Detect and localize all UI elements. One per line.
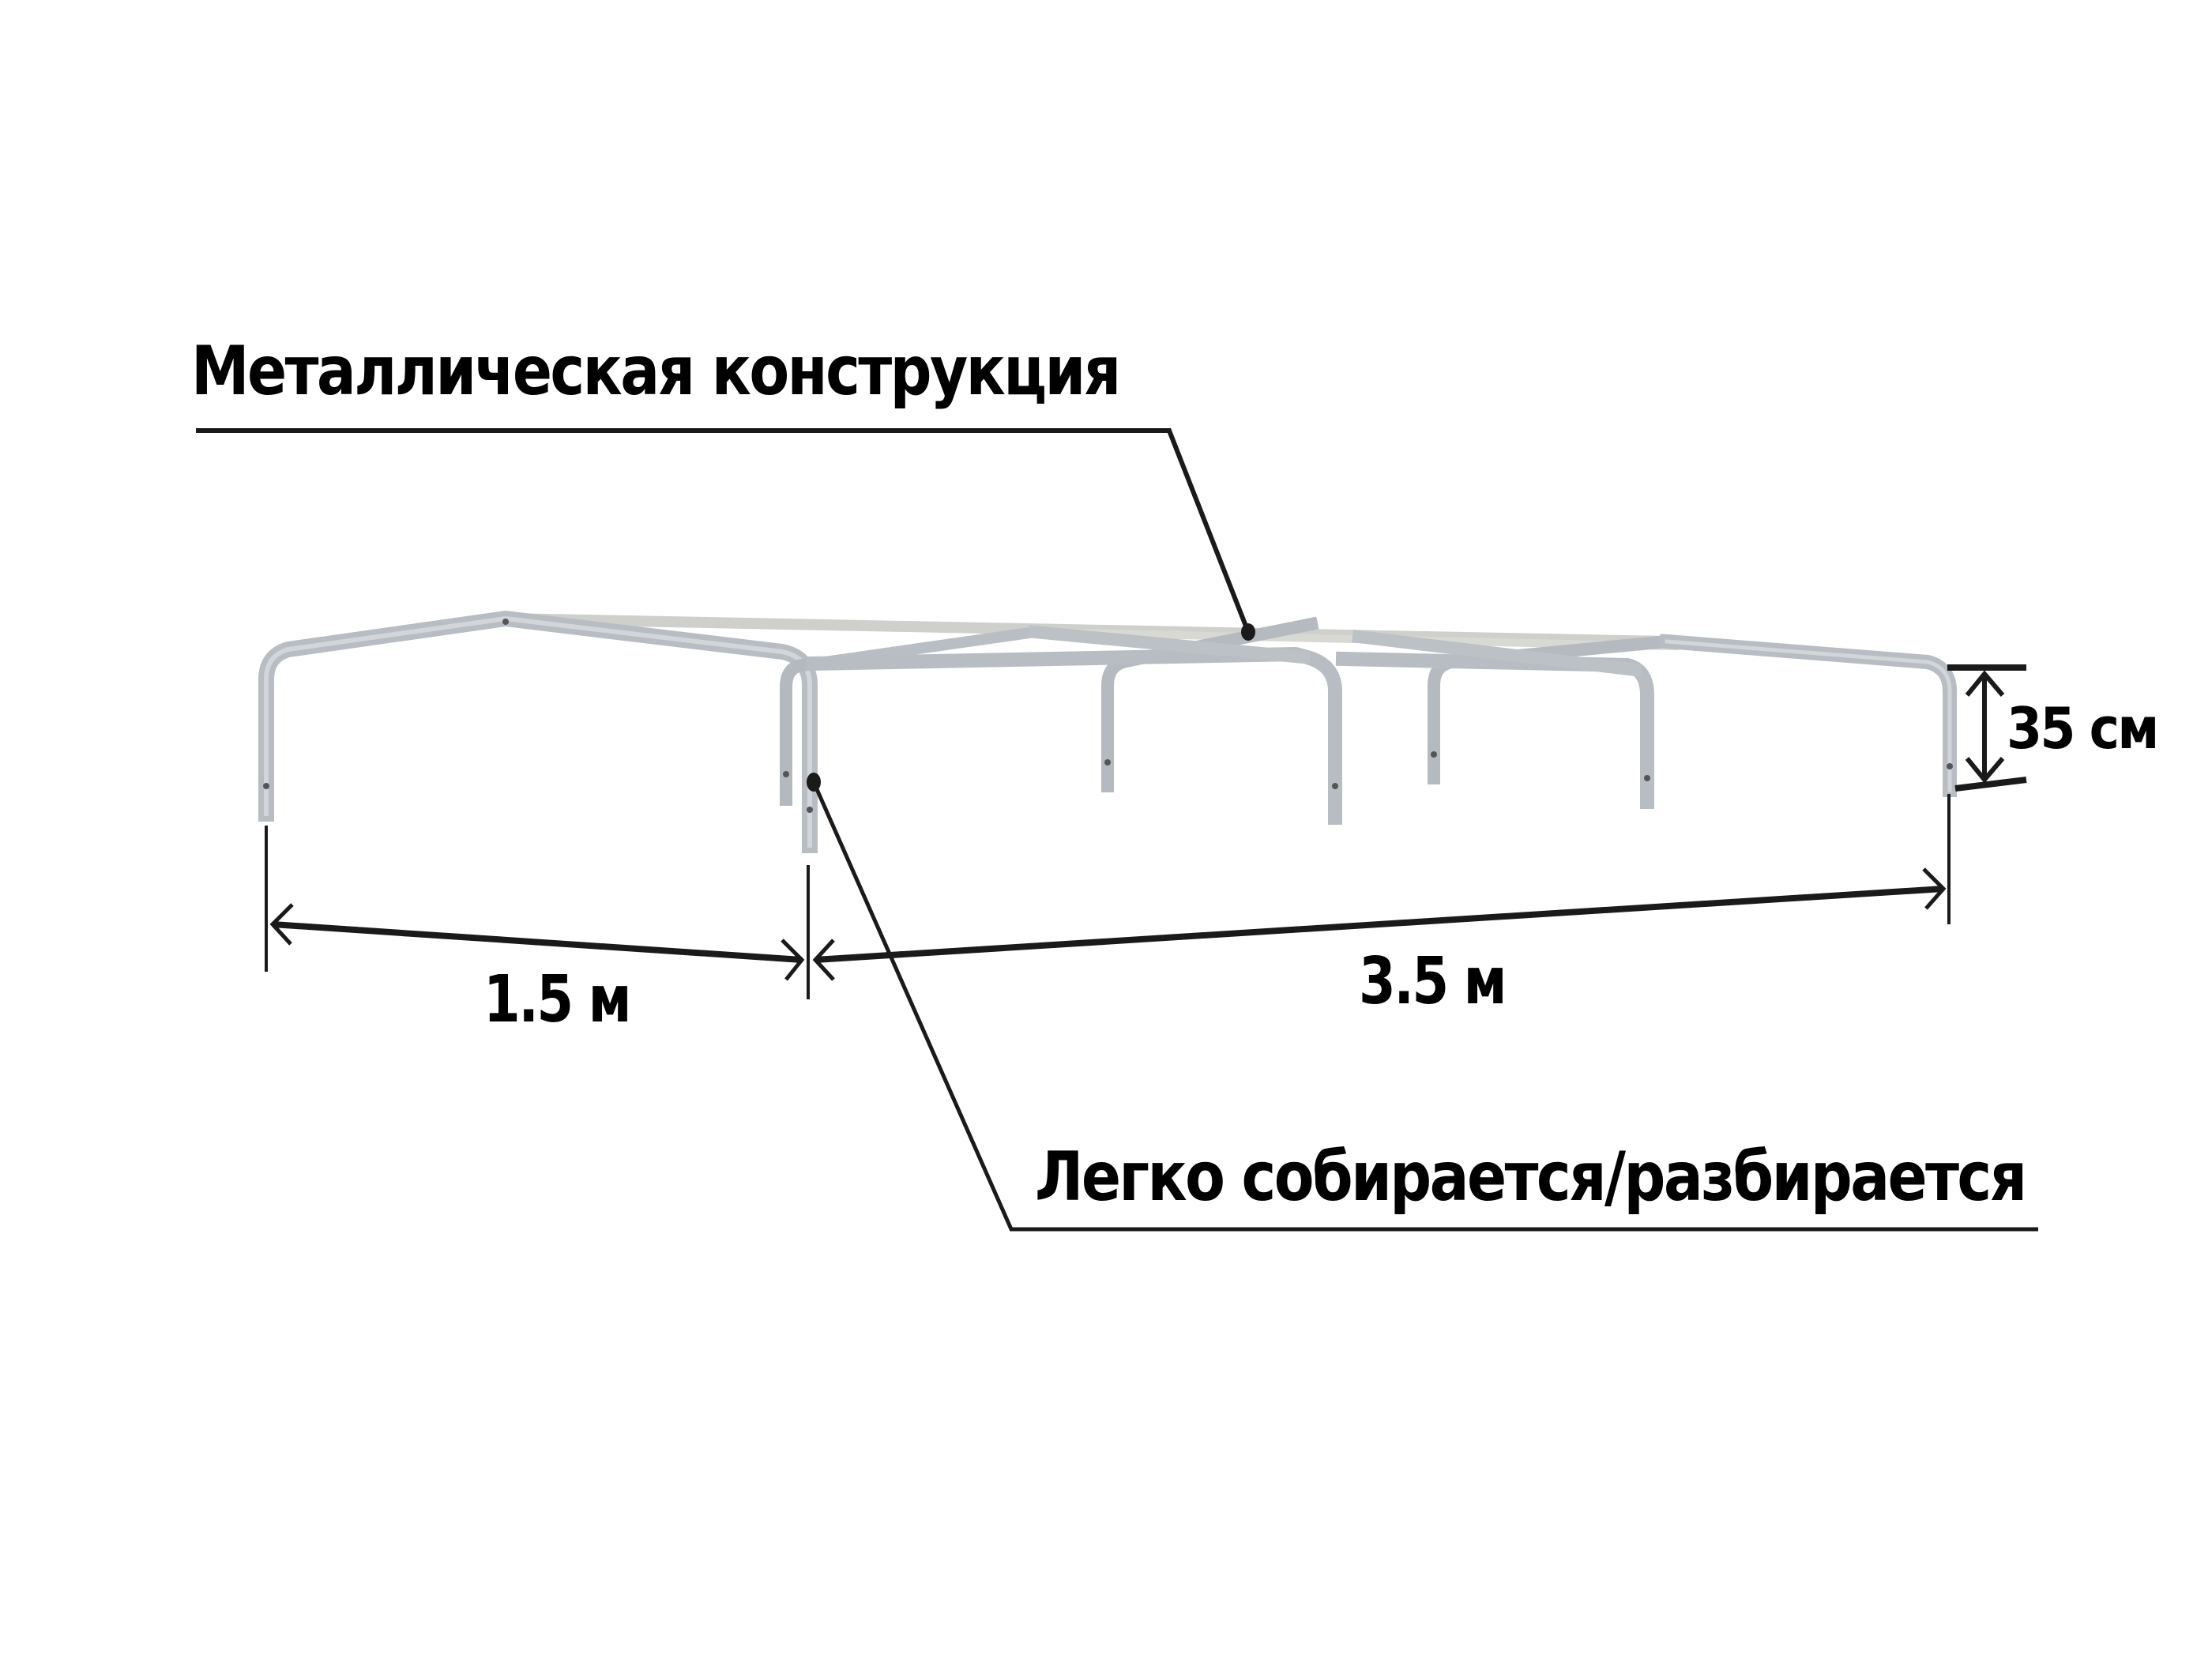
callout-lines [196,428,2038,1232]
metal-construction-label: Металлическая конструкция [191,332,1121,411]
front-gable-arch [258,611,818,853]
bottom-callout-dot [807,773,821,792]
rear-arch [1659,634,1957,797]
easy-assembly-label: Легко собирается/разбирается [1035,1138,2027,1217]
top-callout-dot [1241,623,1255,641]
bottom-callout-leader [811,781,2038,1232]
metal-frame [258,611,1957,853]
width-dimension-label: 1.5 м [483,962,632,1037]
bolt-holes [263,619,1953,813]
front-right-inner-leg [780,657,810,806]
height-dimension-label: 35 см [2007,695,2159,762]
length-dimension-label: 3.5 м [1359,944,1507,1019]
dim-line-length [814,886,1944,963]
top-callout-leader [196,428,1251,634]
dimension-lines [265,664,2027,999]
dim-line-width [272,921,803,963]
